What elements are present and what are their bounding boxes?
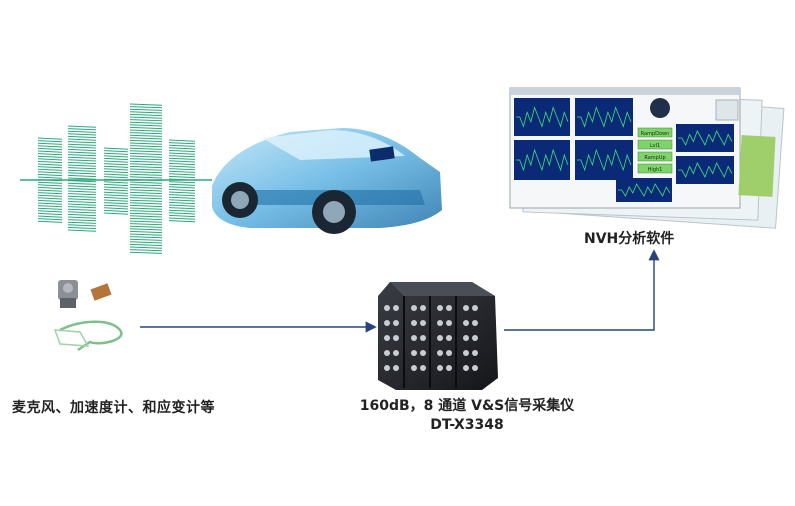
sensor-images [53, 280, 123, 352]
daq-caption-line2: DT-X3348 [430, 417, 504, 433]
arrow-daq-to-software [504, 249, 660, 331]
strain-gauge-icon [90, 283, 112, 301]
software-mode-button-label: RampDown [641, 131, 670, 137]
software-mode-button-label: RampUp [644, 155, 665, 161]
daq-device-image [378, 282, 498, 390]
transparent-car-illustration [212, 128, 442, 234]
daq-caption-line1: 160dB，8 通道 V&S信号采集仪 [359, 398, 575, 414]
sensors-caption: 麦克风、加速度计、和应变计等 [12, 400, 215, 416]
sound-wave-graphic [20, 103, 212, 254]
software-mode-button-label: High1 [648, 167, 663, 173]
microphone-sensor-icon [58, 280, 78, 308]
software-caption: NVH分析软件 [584, 231, 675, 247]
accelerometer-cable-icon [53, 320, 123, 352]
daq-caption: 160dB，8 通道 V&S信号采集仪 DT-X3348 [332, 397, 602, 435]
software-mode-button-label: Lvl1 [650, 143, 660, 149]
